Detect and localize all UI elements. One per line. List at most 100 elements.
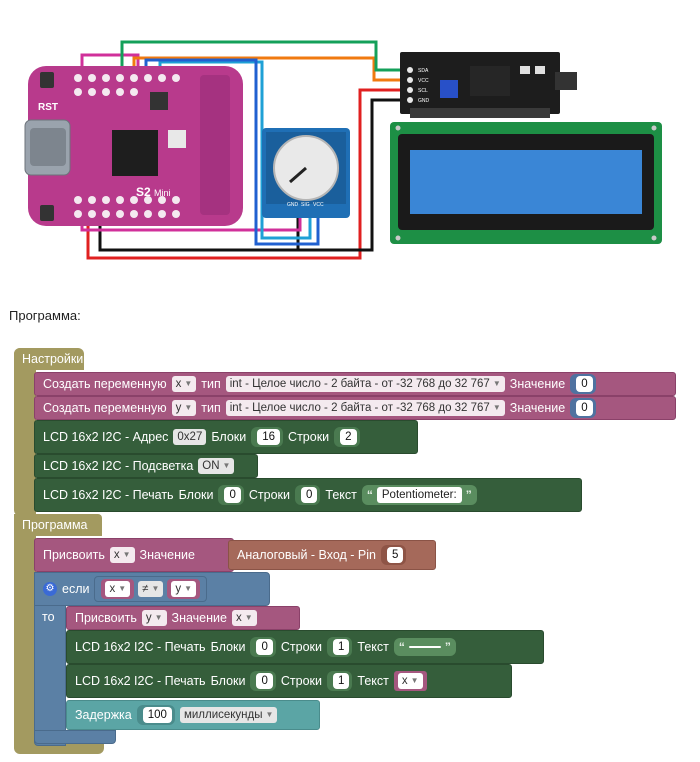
compare-block[interactable]: x▼ ≠▼ y▼ [94, 576, 208, 602]
lcd-pin-scl: SCL [418, 88, 428, 94]
lcd-pin-sda: SDA [418, 68, 429, 74]
address-dropdown[interactable]: 0x27 [173, 429, 207, 445]
gear-icon[interactable]: ⚙ [43, 582, 57, 596]
esp32-s2-mini-board: RST S2 Mini [24, 66, 243, 226]
cols-input[interactable]: 16 [257, 429, 281, 445]
value-label: Значение [509, 401, 566, 415]
delay-input[interactable]: 100 [142, 707, 172, 723]
pot-pin-vcc: VCC [313, 202, 324, 208]
compare-left-var[interactable]: x▼ [101, 579, 135, 599]
lcd-init-block[interactable]: LCD 16x2 I2C - Адрес 0x27 Блоки 16 Строк… [34, 420, 418, 454]
block-label: Аналоговый - Вход - Pin [237, 548, 376, 562]
pin-input[interactable]: 5 [386, 547, 404, 563]
rows-input[interactable]: 2 [340, 429, 357, 445]
text-var-name: x [401, 675, 408, 687]
lcd-backlight-block[interactable]: LCD 16x2 I2C - Подсветка ON▼ [34, 454, 258, 478]
open-quote-icon: “ [366, 488, 373, 502]
setup-header[interactable]: Настройки [14, 348, 84, 370]
if-block-header[interactable]: ⚙ если x▼ ≠▼ y▼ [34, 572, 270, 606]
create-var-x-block[interactable]: Создать переменную x▼ тип int - Целое чи… [34, 372, 676, 396]
if-block-bottom [34, 730, 116, 744]
var-dropdown[interactable]: x▼ [109, 547, 135, 563]
text-input[interactable]: Potentiometer: [376, 487, 462, 503]
setup-container [14, 348, 36, 516]
chevron-down-icon: ▼ [122, 550, 131, 559]
var-name: y [145, 612, 152, 624]
rows-label: Строки [280, 640, 322, 654]
pot-pin-sig: SIG [301, 202, 310, 208]
text-input[interactable] [408, 646, 441, 648]
rows-label: Строки [288, 430, 330, 444]
create-var-y-block[interactable]: Создать переменную y▼ тип int - Целое чи… [34, 396, 676, 420]
unit-value: миллисекунды [183, 709, 263, 721]
left-var-name: x [109, 583, 116, 595]
close-quote-icon: ” [444, 640, 451, 654]
type-label: тип [201, 377, 221, 391]
value-input[interactable]: 0 [576, 400, 593, 416]
var-dropdown[interactable]: y▼ [141, 610, 167, 626]
row-socket: 1 [327, 637, 353, 657]
board-name-label: S2 [136, 185, 151, 199]
chevron-down-icon: ▼ [184, 379, 193, 388]
cols-socket: 16 [251, 427, 284, 447]
address-value: 0x27 [177, 431, 203, 443]
chevron-down-icon: ▼ [492, 379, 501, 388]
type-dropdown[interactable]: int - Целое число - 2 байта - от -32 768… [225, 400, 505, 416]
row-input[interactable]: 0 [301, 487, 318, 503]
col-input[interactable]: 0 [256, 673, 273, 689]
chevron-down-icon: ▼ [184, 584, 193, 593]
rows-label: Строки [248, 488, 290, 502]
board-sub-label: Mini [154, 188, 171, 198]
text-var-dropdown[interactable]: x▼ [393, 671, 427, 691]
loop-header-label: Программа [22, 518, 88, 532]
wire-orange [132, 56, 405, 82]
col-socket: 0 [250, 637, 276, 657]
wire-blue [144, 58, 320, 246]
var-name-dropdown[interactable]: y▼ [171, 400, 197, 416]
var-name: x [113, 549, 120, 561]
value-var-dropdown[interactable]: x▼ [231, 610, 257, 626]
var-name: y [175, 402, 182, 414]
close-quote-icon: ” [465, 488, 472, 502]
text-string-block[interactable]: “Potentiometer:” [361, 485, 477, 505]
row-input[interactable]: 1 [333, 639, 350, 655]
chevron-down-icon: ▼ [265, 710, 274, 719]
text-label: Текст [357, 640, 389, 654]
chevron-down-icon: ▼ [118, 584, 127, 593]
delay-block[interactable]: Задержка 100 миллисекунды▼ [66, 700, 320, 730]
chevron-down-icon: ▼ [492, 403, 501, 412]
loop-container [14, 514, 36, 752]
value-input[interactable]: 0 [576, 376, 593, 392]
value-var-name: x [235, 612, 242, 624]
col-input[interactable]: 0 [224, 487, 241, 503]
analog-read-block[interactable]: Аналоговый - Вход - Pin 5 [228, 540, 436, 570]
lcd-print-x-block[interactable]: LCD 16x2 I2C - Печать Блоки 0 Строки 1 Т… [66, 664, 512, 698]
value-input-socket: 0 [570, 374, 596, 394]
col-input[interactable]: 0 [256, 639, 273, 655]
unit-dropdown[interactable]: миллисекунды▼ [179, 707, 278, 723]
lcd-print-blank-block[interactable]: LCD 16x2 I2C - Печать Блоки 0 Строки 1 Т… [66, 630, 544, 664]
lcd-print-title-block[interactable]: LCD 16x2 I2C - Печать Блоки 0 Строки 0 Т… [34, 478, 582, 512]
assign-y-block[interactable]: Присвоить y▼ Значение x▼ [66, 606, 300, 630]
col-socket: 0 [218, 485, 244, 505]
block-label: LCD 16x2 I2C - Печать [75, 640, 206, 654]
text-string-block[interactable]: “” [393, 638, 456, 656]
loop-header[interactable]: Программа [14, 514, 102, 536]
rows-label: Строки [280, 674, 322, 688]
delay-socket: 100 [136, 705, 175, 725]
type-dropdown[interactable]: int - Целое число - 2 байта - от -32 768… [225, 376, 505, 392]
lcd-pin-vcc: VCC [418, 78, 429, 84]
value-label: Значение [171, 611, 227, 625]
block-label: LCD 16x2 I2C - Печать [43, 488, 174, 502]
chevron-down-icon: ▼ [410, 676, 419, 685]
var-name-dropdown[interactable]: x▼ [171, 376, 197, 392]
compare-right-var[interactable]: y▼ [167, 579, 201, 599]
operator-dropdown[interactable]: ≠▼ [138, 581, 164, 597]
block-label: Задержка [75, 708, 132, 722]
board-rst-label: RST [38, 102, 58, 113]
backlight-dropdown[interactable]: ON▼ [198, 458, 235, 474]
col-socket: 0 [250, 671, 276, 691]
row-input[interactable]: 1 [333, 673, 350, 689]
type-value: int - Целое число - 2 байта - от -32 768… [229, 402, 490, 414]
assign-x-block[interactable]: Присвоить x▼ Значение [34, 538, 234, 572]
